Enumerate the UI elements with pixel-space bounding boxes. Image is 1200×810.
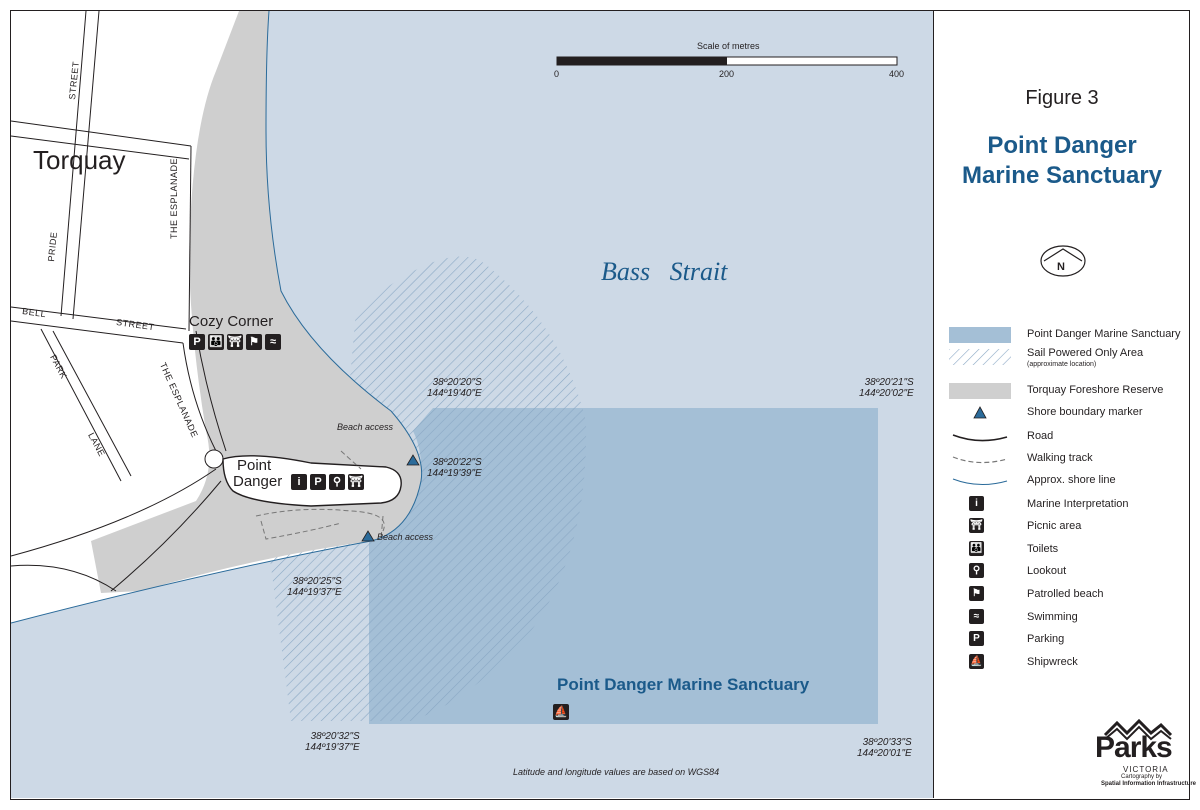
point-danger-label-1: Point xyxy=(237,457,272,474)
legend-item-marine-interpretation: i Marine Interpretation xyxy=(949,495,1189,515)
legend-item-parking: P Parking xyxy=(949,630,1189,650)
north-label: N xyxy=(1057,261,1065,273)
scale-tick-0: 0 xyxy=(554,69,560,79)
credit-line-2: Spatial Information Infrastructure xyxy=(1101,781,1197,787)
beach-access-label-2: Beach access xyxy=(377,532,434,542)
logo-word: Parks xyxy=(1095,731,1173,764)
legend-item-walking-track: Walking track xyxy=(949,449,1189,469)
walking-tracks xyxy=(255,450,385,540)
parking-icon: P xyxy=(310,473,326,490)
marine-interpretation-icon: i xyxy=(291,473,307,490)
info-panel: Figure 3 Point Danger Marine Sanctuary N… xyxy=(935,11,1196,798)
map-frame: Torquay Bass Strait Point Danger Marine … xyxy=(10,10,1196,800)
map-area[interactable]: Torquay Bass Strait Point Danger Marine … xyxy=(11,11,934,798)
shipwreck-icon: ⛵ xyxy=(553,703,569,720)
patrolled-beach-icon: ⚑ xyxy=(969,586,984,601)
legend-item-toilets: 👪 Toilets xyxy=(969,541,1059,556)
cozy-corner-label: Cozy Corner xyxy=(189,313,274,330)
town-label: Torquay xyxy=(33,145,126,175)
map-canvas xyxy=(11,11,933,798)
shipwreck-map-icon: ⛵ xyxy=(553,703,572,721)
legend-item-patrolled-beach: ⚑ Patrolled beach xyxy=(949,585,1189,605)
sanctuary-map-label: Point Danger Marine Sanctuary xyxy=(557,675,810,694)
lookout-icon: ⚲ xyxy=(969,563,984,578)
point-danger-label-2: Danger xyxy=(233,473,283,490)
water-label: Bass Strait xyxy=(601,257,728,286)
picnic-icon: ⛩ xyxy=(348,473,364,490)
legend-item-swimming: ≈ Swimming xyxy=(949,608,1189,628)
legend-item-sanctuary: Point Danger Marine Sanctuary xyxy=(949,325,1189,345)
scale-title: Scale of metres xyxy=(697,41,760,51)
swimming-icon: ≈ xyxy=(969,609,984,624)
logo-sub: VICTORIA xyxy=(1123,765,1169,774)
figure-number: Figure 3 xyxy=(1025,87,1099,109)
shore-line xyxy=(11,11,423,624)
picnic-icon: ⛩ xyxy=(227,333,243,350)
foreshore-reserve xyxy=(91,11,422,593)
legend-item-lookout: ⚲ Lookout xyxy=(949,562,1189,582)
roads xyxy=(11,11,227,592)
legend-item-shore-marker: Shore boundary marker xyxy=(949,403,1189,423)
parking-icon: P xyxy=(189,333,205,350)
parks-victoria-logo-icon xyxy=(1103,718,1173,741)
parking-icon: P xyxy=(969,631,984,646)
swimming-icon: ≈ xyxy=(265,333,281,350)
legend-item-shipwreck: ⛵ Shipwreck xyxy=(969,654,1078,669)
scale-bar xyxy=(556,56,898,66)
figure-title: Point Danger Marine Sanctuary xyxy=(935,131,1189,191)
credit-line-1: Cartography by xyxy=(1121,774,1163,780)
legend-item-picnic: ⛩ Picnic area xyxy=(969,518,1082,533)
lookout-icon: ⚲ xyxy=(329,473,345,490)
scale-tick-400: 400 xyxy=(889,69,905,79)
esplanade-label-top: THE ESPLANADE xyxy=(169,157,179,239)
legend-item-shore-line: Approx. shore line xyxy=(949,471,1189,491)
shipwreck-icon: ⛵ xyxy=(969,654,984,669)
shore-marker-south xyxy=(361,530,375,542)
cozy-corner-icons: P👪⛩⚑≈ xyxy=(189,333,284,351)
legend-item-reserve: Torquay Foreshore Reserve xyxy=(949,381,1189,401)
picnic-icon: ⛩ xyxy=(969,518,984,533)
figure-title-line-2: Marine Sanctuary xyxy=(961,162,1163,189)
toilets-icon: 👪 xyxy=(969,541,984,556)
shore-marker-north xyxy=(406,454,420,466)
figure-title-line-1: Point Danger xyxy=(987,132,1137,159)
legend-item-road: Road xyxy=(949,427,1189,447)
marine-interpretation-icon: i xyxy=(969,496,984,511)
datum-note: Latitude and longitude values are based … xyxy=(513,767,720,777)
beach-access-label-1: Beach access xyxy=(337,422,394,432)
north-arrow-icon xyxy=(1040,245,1086,277)
legend-item-sail-powered: Sail Powered Only Area (approximate loca… xyxy=(949,347,1189,368)
patrolled-beach-icon: ⚑ xyxy=(246,333,262,350)
scale-tick-200: 200 xyxy=(719,69,735,79)
toilets-icon: 👪 xyxy=(208,333,224,350)
